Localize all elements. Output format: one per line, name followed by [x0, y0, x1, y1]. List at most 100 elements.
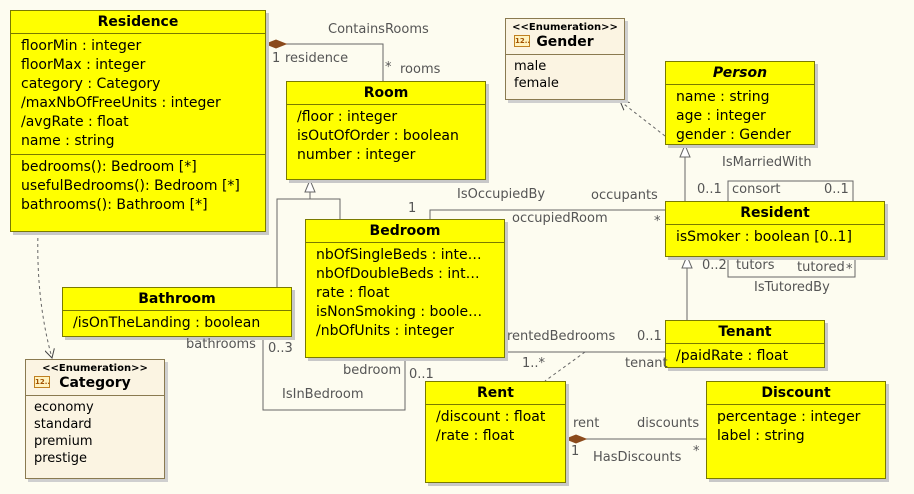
edge-is-occupied-by [429, 209, 665, 219]
attributes-compartment: isSmoker : boolean [0..1] [666, 225, 884, 250]
multiplicity: 0..3 [268, 341, 293, 356]
multiplicity: * [693, 444, 700, 459]
generalization-arrow-room [304, 178, 316, 193]
attribute: /maxNbOfFreeUnits : integer [21, 95, 221, 111]
class-name: Residence [11, 11, 265, 34]
attributes-compartment: percentage : integer label : string [707, 405, 885, 449]
multiplicity: * [385, 60, 392, 75]
attribute: category : Category [21, 76, 161, 92]
edge-bedroom-room [309, 192, 341, 219]
class-name: Bedroom [306, 220, 504, 243]
role-name: occupants [591, 188, 658, 203]
attribute: floorMin : integer [21, 38, 142, 54]
multiplicity: 1..* [522, 356, 546, 371]
enum-name-row: 12.. Category [26, 374, 164, 396]
attribute: /discount : float [436, 409, 546, 425]
class-name: Tenant [666, 321, 824, 344]
composition-diamond [264, 39, 288, 49]
class-name: Rent [426, 382, 565, 405]
stereotype-label: <<Enumeration>> [42, 363, 148, 374]
role-name: discounts [637, 416, 700, 431]
multiplicity: 0..1 [697, 182, 722, 197]
multiplicity: 0..1 [409, 367, 434, 382]
edge-contains-rooms [266, 43, 384, 81]
class-room[interactable]: Room /floor : integer isOutOfOrder : boo… [286, 81, 486, 180]
attribute: number : integer [297, 147, 416, 163]
class-tenant[interactable]: Tenant /paidRate : float [665, 320, 825, 368]
attribute: /rate : float [436, 428, 515, 444]
edge-person-gender [620, 101, 666, 137]
attributes-compartment: /discount : float /rate : float [426, 405, 565, 449]
attribute: isNonSmoking : boole… [316, 304, 483, 320]
class-bedroom[interactable]: Bedroom nbOfSingleBeds : inte… nbOfDoubl… [305, 219, 505, 358]
attribute: /nbOfUnits : integer [316, 323, 454, 339]
attributes-compartment: /isOnTheLanding : boolean [63, 311, 291, 336]
enum-gender[interactable]: <<Enumeration>> 12.. Gender male female [505, 18, 625, 100]
attributes-compartment: /paidRate : float [666, 344, 824, 367]
attributes-compartment: floorMin : integer floorMax : integer ca… [11, 34, 265, 155]
class-bathroom[interactable]: Bathroom /isOnTheLanding : boolean [62, 287, 292, 337]
multiplicity: 1 [571, 444, 580, 459]
enumeration-icon: 12.. [34, 376, 51, 388]
association-name: IsMarriedWith [722, 155, 812, 170]
enum-literal: male [514, 59, 547, 74]
literals-compartment: male female [506, 55, 624, 95]
role-name: rooms [400, 62, 441, 77]
attribute: name : string [21, 133, 115, 149]
enum-literal: standard [34, 417, 92, 432]
literals-compartment: economy standard premium prestige [26, 396, 164, 470]
attribute: isSmoker : boolean [0..1] [676, 229, 852, 245]
class-residence[interactable]: Residence floorMin : integer floorMax : … [10, 10, 266, 232]
enum-literal: prestige [34, 451, 88, 466]
association-name: IsOccupiedBy [457, 187, 546, 202]
stereotype-label: <<Enumeration>> [512, 22, 618, 33]
class-discount[interactable]: Discount percentage : integer label : st… [706, 381, 886, 479]
edge-is-tutored-by [727, 257, 856, 278]
operations-compartment: bedrooms(): Bedroom [*] usefulBedrooms()… [11, 155, 265, 218]
class-name: Bathroom [63, 288, 291, 311]
class-person[interactable]: Person name : string age : integer gende… [665, 61, 815, 145]
role-name: consort [732, 182, 781, 197]
enum-literal: premium [34, 434, 93, 449]
enum-literal: economy [34, 400, 94, 415]
attribute: name : string [676, 89, 770, 105]
enum-literal: female [514, 76, 559, 91]
association-name: HasDiscounts [593, 450, 682, 465]
attributes-compartment: /floor : integer isOutOfOrder : boolean … [287, 105, 485, 168]
attribute: gender : Gender [676, 127, 791, 143]
attributes-compartment: name : string age : integer gender : Gen… [666, 85, 814, 144]
enum-category[interactable]: <<Enumeration>> 12.. Category economy st… [25, 359, 165, 479]
enum-name-row: 12.. Gender [506, 33, 624, 55]
enumeration-icon: 12.. [514, 35, 531, 47]
enum-name: Gender [536, 34, 594, 50]
role-name: tutors [736, 258, 775, 273]
attribute: age : integer [676, 108, 766, 124]
class-rent[interactable]: Rent /discount : float /rate : float [425, 381, 566, 483]
class-name: Discount [707, 382, 885, 405]
role-name: tutored [797, 260, 845, 275]
multiplicity: 1 [408, 201, 417, 216]
attribute: nbOfSingleBeds : inte… [316, 247, 482, 263]
attribute: rate : float [316, 285, 390, 301]
attribute: floorMax : integer [21, 57, 146, 73]
role-name: residence [285, 51, 349, 66]
class-resident[interactable]: Resident isSmoker : boolean [0..1] [665, 201, 885, 257]
multiplicity: 0..2 [702, 258, 727, 273]
attributes-compartment: nbOfSingleBeds : inte… nbOfDoubleBeds : … [306, 243, 504, 344]
attribute: percentage : integer [717, 409, 861, 425]
attribute: /paidRate : float [676, 348, 789, 364]
multiplicity: 1 [272, 51, 281, 66]
attribute: /avgRate : float [21, 114, 129, 130]
attribute: label : string [717, 428, 805, 444]
multiplicity: * [846, 262, 853, 277]
multiplicity: 0..1 [637, 329, 662, 344]
association-name: IsTutoredBy [754, 280, 830, 295]
edge-rent-class-link [544, 351, 586, 382]
edge-bathroom-room [276, 198, 310, 287]
enum-name: Category [59, 375, 131, 391]
edge-is-in-bedroom [262, 336, 406, 411]
role-name: bedroom [343, 363, 402, 378]
role-name: tenant [625, 356, 668, 371]
